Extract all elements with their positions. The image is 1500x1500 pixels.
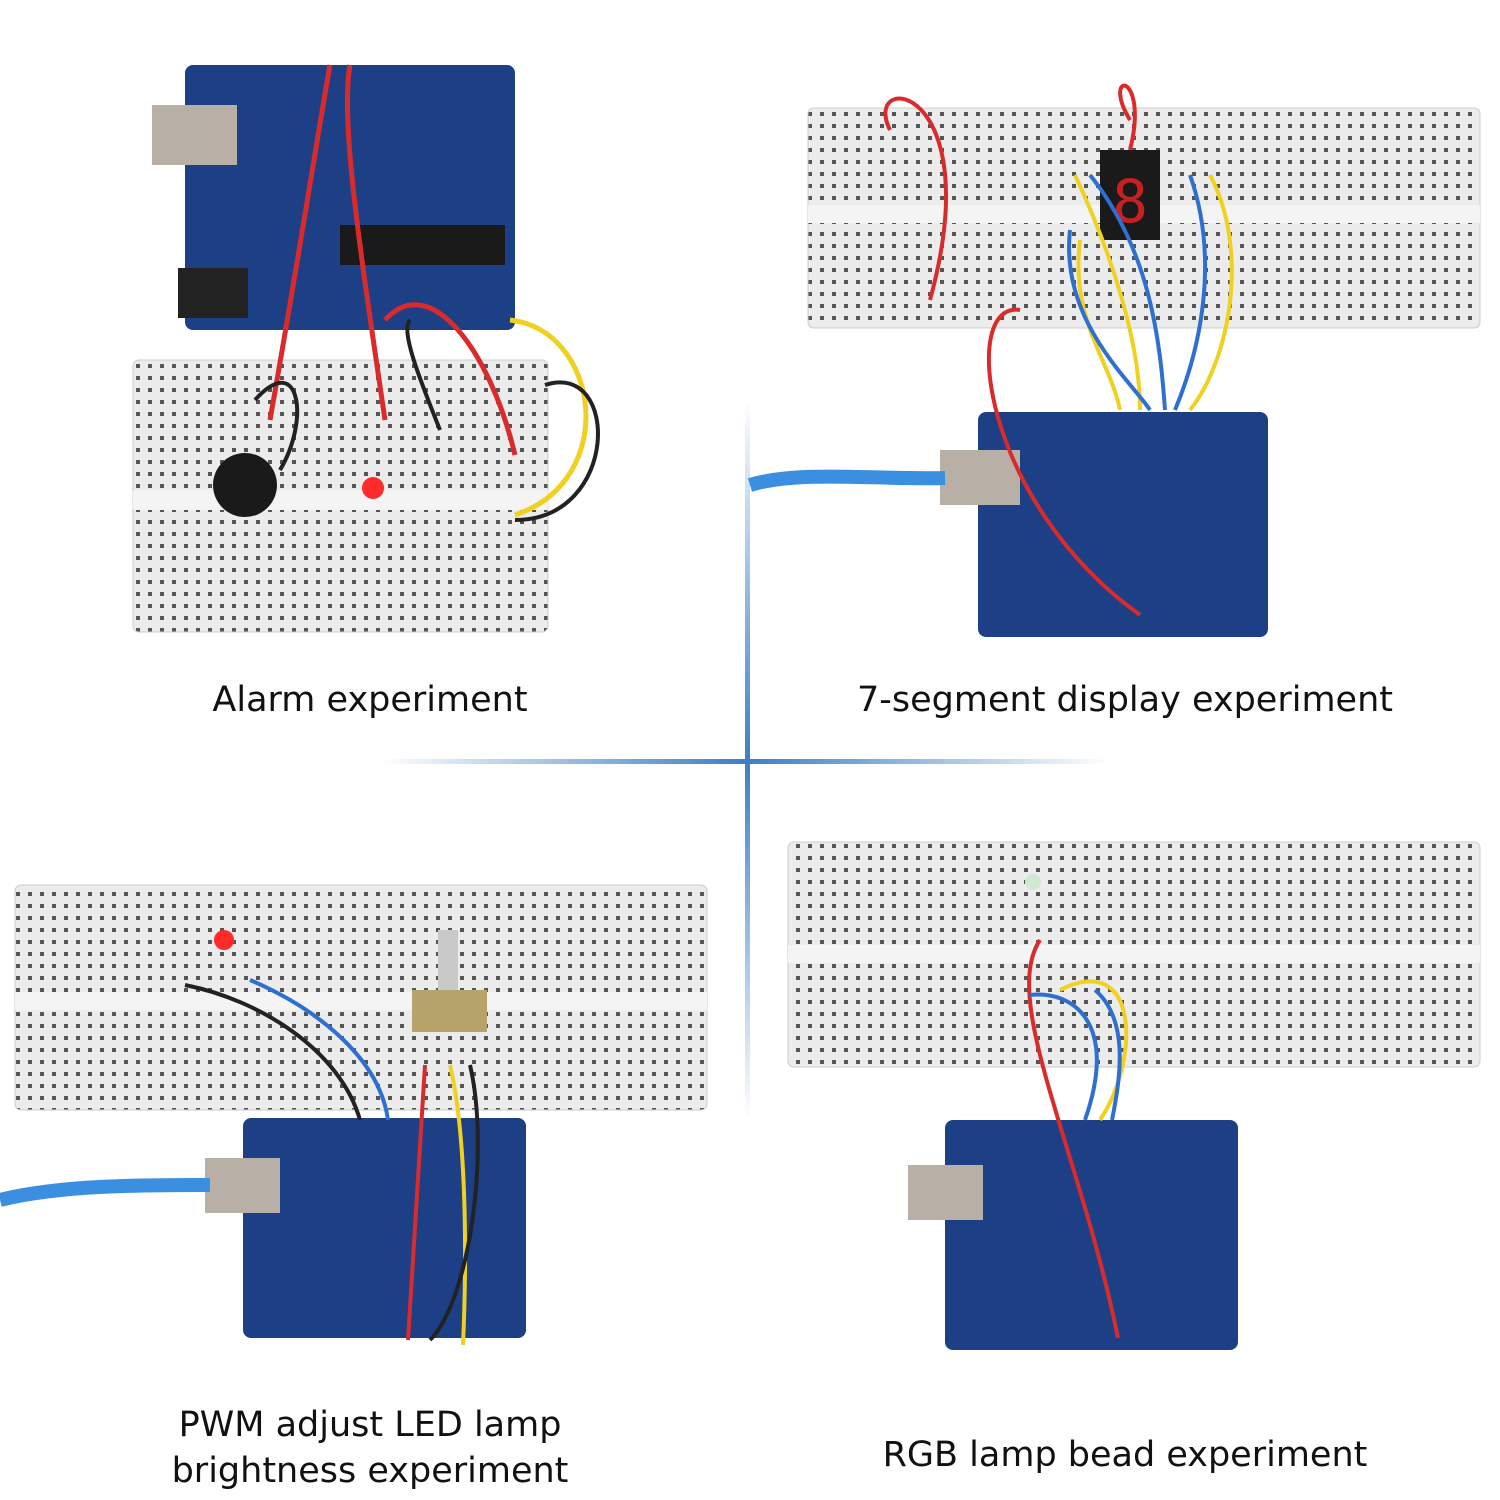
potentiometer <box>412 990 487 1032</box>
caption-rgb-experiment: RGB lamp bead experiment <box>882 1435 1368 1475</box>
usb-cable <box>0 1178 211 1207</box>
red-led <box>214 930 234 950</box>
red-led <box>362 477 384 499</box>
arduino-board <box>978 412 1268 637</box>
rgb-led <box>1025 874 1041 890</box>
seven-segment-experiment: 8 <box>747 83 1481 637</box>
horizontal-divider <box>380 759 1110 764</box>
buzzer <box>213 453 277 517</box>
arduino-board <box>243 1118 526 1338</box>
caption-line-2: brightness experiment <box>171 1451 569 1491</box>
caption-pwm-experiment: PWM adjust LED lamp brightness experimen… <box>110 1402 630 1494</box>
caption-line-1: PWM adjust LED lamp <box>178 1405 562 1445</box>
rgb-lamp-experiment <box>787 841 1481 1350</box>
caption-alarm-experiment: Alarm experiment <box>212 680 528 720</box>
pwm-led-experiment <box>0 884 708 1346</box>
alarm-experiment <box>132 64 600 633</box>
caption-seven-segment-experiment: 7-segment display experiment <box>857 680 1393 720</box>
svg-text:8: 8 <box>1112 167 1148 237</box>
seven-segment-display <box>1100 150 1160 240</box>
usb-cable <box>747 469 946 492</box>
